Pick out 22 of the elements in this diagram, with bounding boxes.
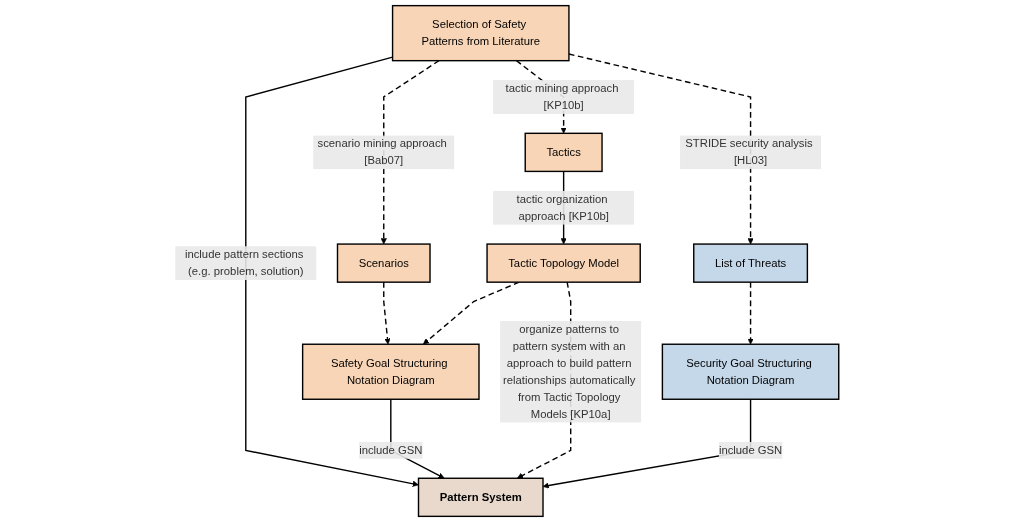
node-box: Security Goal Structuring Notation Diagram [661, 343, 840, 400]
arrow [383, 281, 391, 345]
node-box: Scenarios [336, 243, 431, 283]
arrow [423, 281, 520, 345]
edge-label: organize patterns to pattern system with an approach to build pattern relationships automatically from Tactic Topology Models [KP10a] [502, 323, 636, 420]
node-box: Pattern System [417, 477, 544, 518]
edge-label: STRIDE security analysis [HL03] [685, 137, 813, 167]
arrow [568, 53, 754, 245]
edge-label: include GSN [718, 444, 783, 457]
node-box: Tactics [524, 132, 603, 173]
edge-label: scenario mining approach [Bab07] [317, 137, 447, 167]
arrow [245, 56, 419, 487]
arrow [380, 59, 440, 245]
edge-label: tactic mining approach [KP10b] [505, 82, 619, 112]
node-box: Selection of Safety Patterns from Literature [391, 4, 570, 62]
edge-label: tactic organization approach [KP10b] [516, 192, 609, 222]
arrow [747, 281, 754, 345]
node-box: Safety Goal Structuring Notation Diagram [301, 343, 480, 400]
edge-label: include GSN [359, 444, 423, 457]
node-box: List of Threats [693, 243, 809, 283]
edge-label: include pattern sections (e.g. problem, solution) [184, 248, 304, 278]
node-box: Tactic Topology Model [486, 243, 641, 283]
